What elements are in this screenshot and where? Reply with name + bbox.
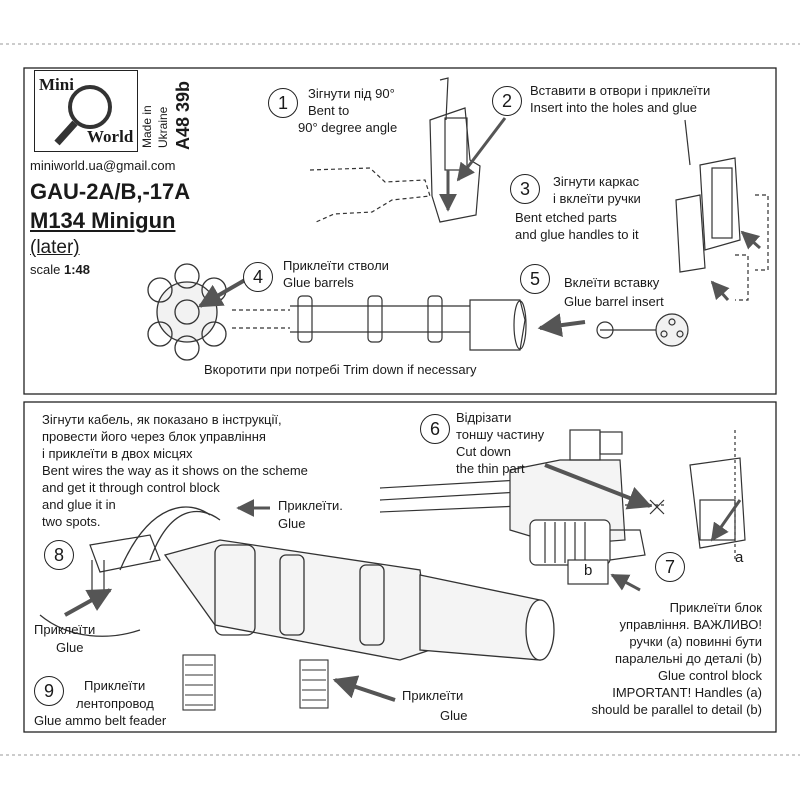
glue-arrow-bottom — [332, 675, 396, 702]
step7-line5: Glue control block — [657, 668, 762, 683]
step3-arrow-1 — [740, 230, 761, 250]
step1-en1: Bent to — [308, 103, 350, 118]
step3-ua2: і вклеїти ручки — [553, 191, 641, 206]
step1-en2: 90° degree angle — [298, 120, 398, 135]
step6-arrow — [544, 463, 653, 510]
step8-arrow — [64, 588, 113, 617]
step7-arrow-a — [710, 499, 742, 542]
step-number-6: 6 — [420, 414, 450, 444]
page-title-line3: (later) — [30, 237, 80, 258]
step6-line2: тоншу частину — [456, 427, 545, 442]
step7-line1: Приклеїти блок — [669, 600, 762, 615]
step7-line3: ручки (a) повинні бути — [629, 634, 762, 649]
scale-label: scale 1:48 — [30, 262, 90, 277]
step8-line1: Приклеїти — [34, 622, 96, 637]
contact-email[interactable]: miniworld.ua@gmail.com — [30, 158, 176, 173]
wires-note-1: Зігнути кабель, як показано в інструкції… — [42, 412, 282, 427]
logo-text-world: World — [87, 127, 134, 146]
step3-arrow-2 — [710, 280, 730, 301]
step8-line2: Glue — [56, 640, 84, 655]
step9-line2: лентопровод — [76, 696, 154, 711]
minigun-body — [119, 506, 555, 661]
glue-bottom-en: Glue — [440, 708, 468, 723]
glue-small-en: Glue — [278, 516, 306, 531]
product-code: A48 39b — [173, 80, 193, 150]
page-title-line1: GAU-2A/B,-17A — [30, 179, 191, 204]
step2-ua: Вставити в отвори і приклеїти — [530, 83, 711, 98]
wires-note-7: two spots. — [42, 514, 101, 529]
step-number-4: 4 — [243, 262, 273, 292]
scale-word: scale — [30, 262, 61, 277]
step7-arrow-b — [610, 573, 641, 592]
wires-note-6: and glue it in — [42, 497, 116, 512]
step9-line1: Приклеїти — [84, 678, 146, 693]
wires-note-2: провести його через блок управління — [42, 429, 266, 444]
step7-line2: управління. ВАЖЛИВО! — [619, 617, 762, 632]
mini-world-logo: Mini World — [34, 70, 138, 152]
label-b: b — [584, 562, 593, 579]
barrel-cluster-front — [147, 263, 227, 361]
made-in-label: Made in — [140, 105, 154, 148]
step1-ua: Зігнути під 90° — [308, 86, 395, 101]
barrel-insert — [596, 313, 689, 347]
step6-line3: Cut down — [456, 444, 511, 459]
step7-line4: паралельні до деталі (b) — [615, 651, 762, 666]
cut-mark — [649, 499, 665, 515]
step-number-1: 1 — [268, 88, 298, 118]
step-number-8: 8 — [44, 540, 74, 570]
wires-note-5: and get it through control block — [42, 480, 220, 495]
step7-line6: IMPORTANT! Handles (a) — [612, 685, 762, 700]
step3-etched-frame — [675, 119, 769, 301]
step6-line1: Відрізати — [456, 410, 512, 425]
wires-note-3: і приклеїти в двох місцях — [42, 446, 193, 461]
ammo-belt-feeder — [182, 654, 329, 711]
step2-en: Insert into the holes and glue — [530, 100, 697, 115]
step7-control-block — [567, 430, 746, 585]
step-number-9: 9 — [34, 676, 64, 706]
bottom-panel-frame — [23, 401, 777, 733]
step9-line3: Glue ammo belt feader — [34, 713, 167, 728]
logo-text-mini: Mini — [39, 75, 74, 94]
trim-note: Вкоротити при потребі Trim down if neces… — [204, 362, 477, 377]
step7-line7: should be parallel to detail (b) — [591, 702, 762, 717]
wires-note-4: Bent wires the way as it shows on the sc… — [42, 463, 308, 478]
step-number-7: 7 — [655, 552, 685, 582]
step5-en: Glue barrel insert — [564, 294, 664, 309]
barrels-side-view — [232, 295, 527, 351]
step-number-2: 2 — [492, 86, 522, 116]
step6-gun-rear — [379, 429, 665, 566]
step3-en2: and glue handles to it — [515, 227, 639, 242]
step5-ua: Вклеїти вставку — [564, 275, 660, 290]
step4-ua: Приклеїти стволи — [283, 258, 389, 273]
step2-arrow — [456, 117, 507, 182]
country-label: Ukraine — [156, 106, 170, 148]
step3-en1: Bent etched parts — [515, 210, 617, 225]
step-number-3: 3 — [510, 174, 540, 204]
label-a: a — [735, 549, 744, 566]
step3-ua1: Зігнути каркас — [553, 174, 640, 189]
scale-value: 1:48 — [63, 262, 91, 277]
page-title-line2: M134 Minigun — [30, 208, 176, 233]
glue-small-ua: Приклеїти. — [278, 498, 343, 513]
glue-bottom-ua: Приклеїти — [402, 688, 464, 703]
magnifier-icon — [54, 85, 112, 146]
step-number-5: 5 — [520, 264, 550, 294]
step1-etched-part — [309, 77, 481, 223]
step6-line4: the thin part — [456, 461, 525, 476]
step4-en: Glue barrels — [283, 275, 354, 290]
top-panel-frame — [23, 67, 777, 395]
step4-arrow — [197, 278, 247, 308]
step5-arrow — [537, 313, 586, 338]
